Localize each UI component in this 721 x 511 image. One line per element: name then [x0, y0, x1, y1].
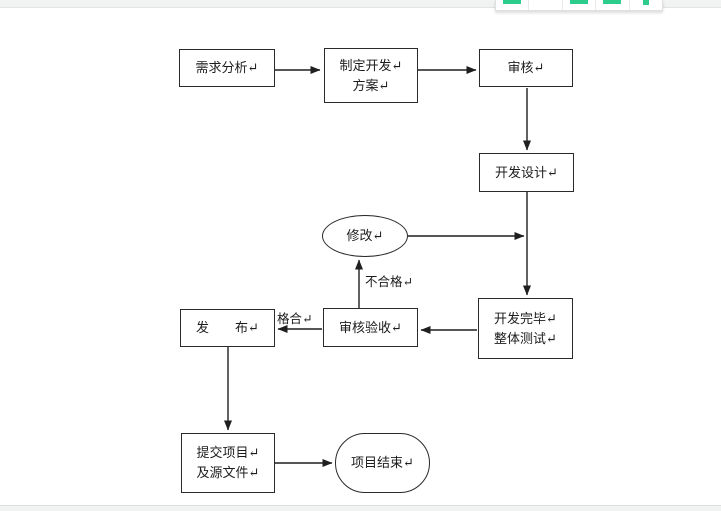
flow-node-end-label: 项目结束↵	[351, 455, 414, 470]
toolbar-button-5[interactable]	[630, 0, 662, 10]
flow-node-acceptance[interactable]: 审核验收↵	[323, 308, 418, 347]
flow-node-design[interactable]: 开发设计↵	[479, 153, 574, 192]
flow-node-design-label: 开发设计↵	[495, 164, 558, 180]
toolbar-icon-fragment-3	[570, 0, 589, 4]
flow-node-submit[interactable]: 提交项目↵ 及源文件↵	[181, 433, 275, 493]
toolbar-button-2[interactable]	[529, 0, 563, 10]
flow-node-requirements[interactable]: 需求分析↵	[179, 49, 275, 87]
flow-node-submit-line2: 及源文件↵	[196, 465, 260, 480]
window-top-strip	[0, 0, 721, 8]
flow-node-review-label: 审核↵	[507, 60, 545, 75]
flow-node-requirements-label: 需求分析↵	[195, 60, 259, 75]
flow-node-plan-line1: 制定开发↵	[339, 57, 403, 73]
toolbar-icon-fragment-2	[537, 0, 555, 4]
flow-node-submit-line1: 提交项目↵	[196, 445, 260, 460]
edge-label-unqualified: 不合格↵	[365, 275, 413, 289]
floating-toolbar	[495, 0, 663, 11]
toolbar-button-1[interactable]	[496, 0, 530, 10]
toolbar-icon-fragment-4	[603, 0, 622, 4]
flow-node-dev-complete-line1: 开发完毕↵	[494, 310, 557, 326]
flow-node-dev-complete[interactable]: 开发完毕↵ 整体测试↵	[478, 298, 573, 359]
flow-node-end[interactable]: 项目结束↵	[335, 433, 430, 493]
flow-node-plan-line2: 方案↵	[352, 77, 390, 93]
flow-node-modify[interactable]: 修改↵	[322, 215, 408, 257]
toolbar-button-4[interactable]	[596, 0, 630, 10]
flow-node-acceptance-label: 审核验收↵	[339, 319, 402, 335]
flow-node-modify-label: 修改↵	[346, 228, 384, 243]
flow-node-plan[interactable]: 制定开发↵ 方案↵	[324, 48, 418, 103]
flow-node-release-label: 发 布↵	[196, 320, 259, 335]
toolbar-icon-fragment-1	[503, 0, 522, 4]
flow-node-release[interactable]: 发 布↵	[180, 309, 275, 347]
edge-label-qualified: 格合↵	[277, 312, 313, 326]
toolbar-icon-fragment-5	[642, 0, 649, 5]
flow-node-dev-complete-line2: 整体测试↵	[494, 330, 557, 346]
flow-node-review[interactable]: 审核↵	[479, 49, 573, 87]
toolbar-button-3[interactable]	[563, 0, 597, 10]
window-bottom-strip	[0, 505, 721, 511]
